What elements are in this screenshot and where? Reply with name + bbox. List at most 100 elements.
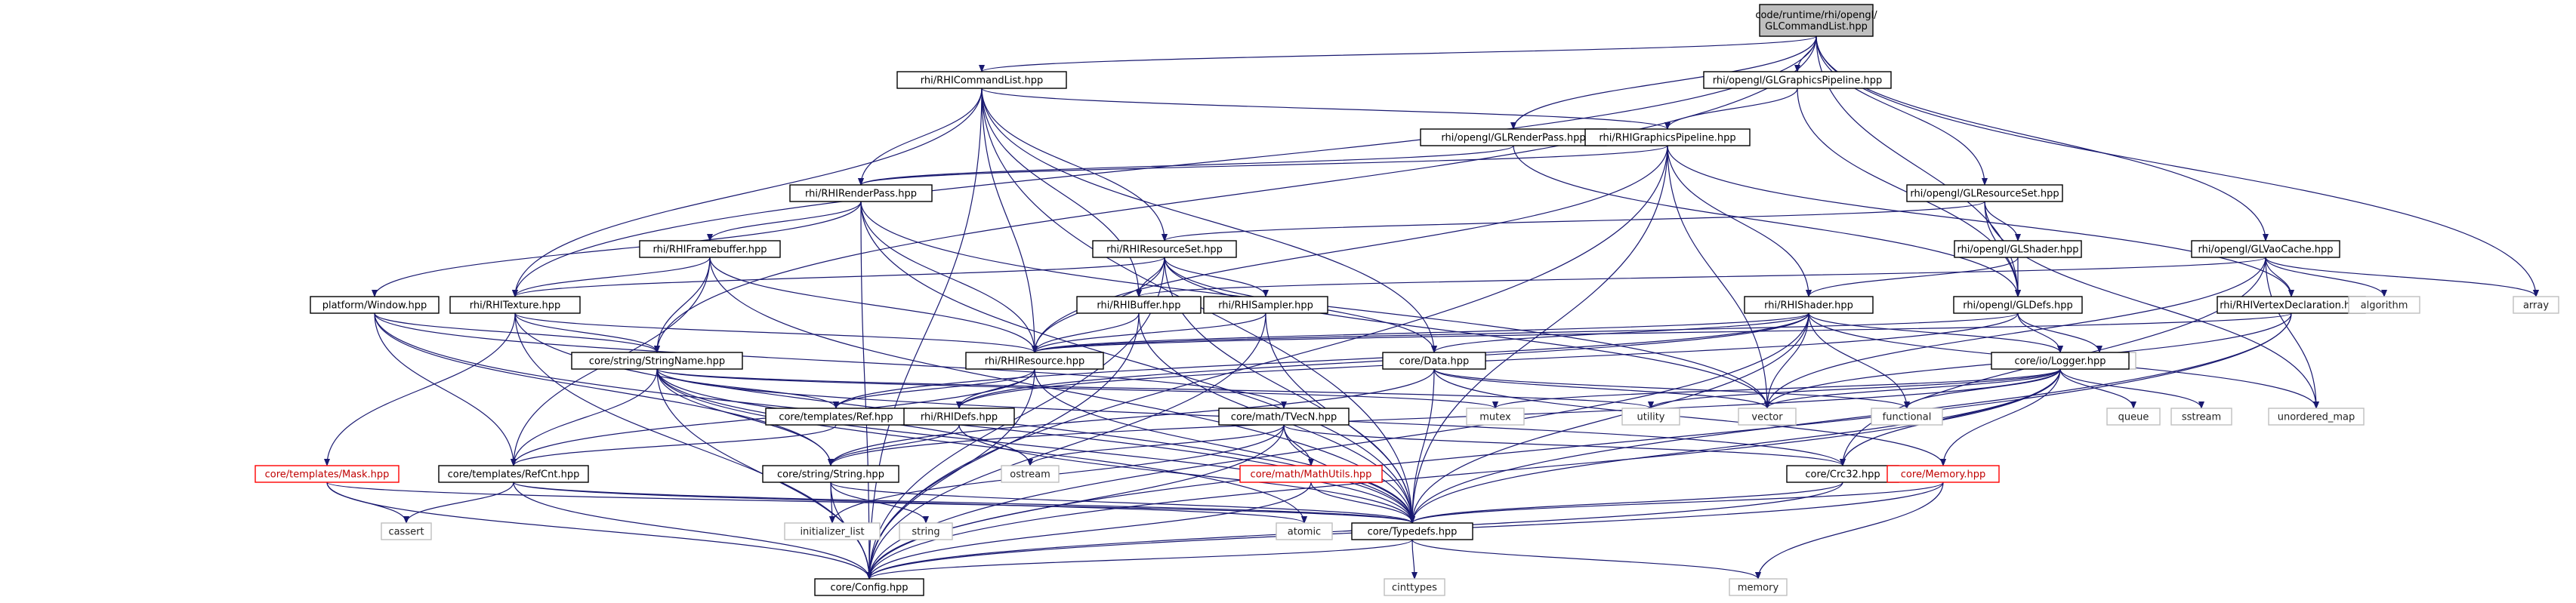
node-root[interactable]: code/runtime/rhi/opengl/GLCommandList.hp… (1755, 4, 1877, 37)
edge-rhidefs-to-string (828, 424, 960, 466)
node-initlist: initializer_list (784, 522, 881, 540)
node-mutex-box (1466, 408, 1525, 426)
edge-gldefs-to-rhidefs (956, 312, 2019, 409)
node-initlist-label: initializer_list (800, 527, 864, 538)
node-refcnt[interactable]: core/templates/RefCnt.hpp (438, 465, 589, 483)
node-root-label: code/runtime/rhi/opengl/ (1755, 10, 1877, 21)
edge-rhires-to-tref (833, 368, 1035, 409)
edge-plwin-to-tvecn (374, 312, 1287, 409)
node-vector: vector (1738, 408, 1797, 426)
edge-rhires-to-rhidefs (956, 368, 1035, 409)
node-functional-label: functional (1883, 412, 1932, 423)
node-logger-box (1991, 352, 2130, 370)
node-glsh[interactable]: rhi/opengl/GLShader.hpp (1954, 240, 2082, 258)
node-rhirp[interactable]: rhi/RHIRenderPass.hpp (789, 184, 933, 202)
node-rhifb[interactable]: rhi/RHIFramebuffer.hpp (639, 240, 781, 258)
node-crc32[interactable]: core/Crc32.hpp (1786, 465, 1899, 483)
node-mask-box (255, 465, 400, 483)
node-glgp[interactable]: rhi/opengl/GLGraphicsPipeline.hpp (1703, 71, 1892, 89)
edge-rhirs-to-rhisamp (1164, 257, 1269, 297)
edge-rhicl-to-rhirs (981, 88, 1168, 242)
node-glgp-label: rhi/opengl/GLGraphicsPipeline.hpp (1713, 75, 1883, 87)
node-glvc[interactable]: rhi/opengl/GLVaoCache.hpp (2191, 240, 2340, 258)
node-ostream: ostream (1001, 465, 1060, 483)
edge-mathutils-to-config (866, 481, 1312, 580)
node-string-label: core/string/String.hpp (777, 469, 884, 481)
edge-glvc-to-umap (2265, 257, 2319, 409)
node-glrp[interactable]: rhi/opengl/GLRenderPass.hpp (1420, 128, 1607, 146)
edge-tvecn-to-ostream (1027, 424, 1285, 466)
node-plwin[interactable]: platform/Window.hpp (310, 296, 440, 314)
edge-data-to-memoryhpp (1433, 368, 1946, 466)
node-mathutils-box (1239, 465, 1383, 483)
node-gldefs-box (1953, 296, 2083, 314)
node-umap-label: unordered_map (2278, 412, 2355, 423)
edge-root-to-glgp (1794, 35, 1817, 72)
edge-glrs-to-rhirs (1162, 201, 1985, 242)
node-rhicl-box (896, 71, 1067, 89)
edge-rhishader-to-typedefs (1409, 312, 1809, 524)
node-mathutils[interactable]: core/math/MathUtils.hpp (1239, 465, 1383, 483)
edge-rhicl-to-rhires (981, 88, 1038, 353)
edge-mask-to-typedefs (326, 481, 1415, 524)
edge-rhires-to-config (866, 368, 1035, 580)
edge-gldefs-to-logger (2017, 312, 2063, 353)
node-rhirs[interactable]: rhi/RHIResourceSet.hpp (1092, 240, 1237, 258)
node-memoryhpp-box (1886, 465, 2000, 483)
node-rhishader[interactable]: rhi/RHIShader.hpp (1744, 296, 1874, 314)
node-gldefs[interactable]: rhi/opengl/GLDefs.hpp (1953, 296, 2083, 314)
node-rhidefs[interactable]: rhi/RHIDefs.hpp (903, 408, 1015, 426)
edge-rhires-to-typedefs (1034, 368, 1415, 524)
edge-rhitex-to-mask (324, 312, 516, 466)
node-array-box (2513, 296, 2559, 314)
edge-rhicl-to-rhibuf (981, 88, 1142, 297)
node-strname[interactable]: core/string/StringName.hpp (571, 352, 743, 370)
node-rhigp[interactable]: rhi/RHIGraphicsPipeline.hpp (1584, 128, 1751, 146)
node-rhishader-label: rhi/RHIShader.hpp (1764, 300, 1853, 312)
node-data[interactable]: core/Data.hpp (1382, 352, 1486, 370)
edge-rhirs-to-config (866, 257, 1165, 580)
edge-data-to-functional (1433, 368, 1910, 409)
node-rhires-box (965, 352, 1104, 370)
node-data-box (1382, 352, 1486, 370)
node-logger[interactable]: core/io/Logger.hpp (1991, 352, 2130, 370)
edge-rhivd-to-rhires (1032, 312, 2292, 353)
node-algorithm-box (2348, 296, 2420, 314)
node-rhicl[interactable]: rhi/RHICommandList.hpp (896, 71, 1067, 89)
edge-rhishader-to-data (1431, 312, 1809, 353)
edge-mask-to-cassert (326, 481, 409, 524)
node-tvecn[interactable]: core/math/TVecN.hpp (1218, 408, 1350, 426)
node-glrs[interactable]: rhi/opengl/GLResourceSet.hpp (1906, 184, 2063, 202)
node-glvc-box (2191, 240, 2340, 258)
edge-glrs-to-umap (1984, 201, 2319, 409)
node-memoryhpp-label: core/Memory.hpp (1901, 469, 1985, 481)
edge-logger-to-mutex (1492, 368, 2061, 409)
edge-plwin-to-refcnt (374, 312, 517, 466)
node-memoryhpp[interactable]: core/Memory.hpp (1886, 465, 2000, 483)
edge-rhigp-to-rhivd (1667, 145, 2294, 297)
edge-tvecn-to-config (866, 424, 1285, 580)
node-rhivd[interactable]: rhi/RHIVertexDeclaration.hpp (2217, 296, 2366, 314)
node-mask[interactable]: core/templates/Mask.hpp (255, 465, 400, 483)
node-tref[interactable]: core/templates/Ref.hpp (765, 408, 907, 426)
edge-refcnt-to-atomic (513, 481, 1307, 524)
node-crc32-label: core/Crc32.hpp (1805, 469, 1880, 481)
edge-rhifb-to-rhires (709, 257, 1038, 353)
edge-rhisamp-to-config (866, 312, 1266, 580)
node-cassert-label: cassert (388, 527, 424, 538)
node-typedefs[interactable]: core/Typedefs.hpp (1351, 522, 1473, 540)
edge-plwin-to-string (374, 312, 834, 466)
edge-glrs-to-glsh (1984, 201, 2021, 242)
node-rhisamp[interactable]: rhi/RHISampler.hpp (1203, 296, 1328, 314)
edge-strname-to-string (656, 368, 834, 466)
edge-rhigp-to-rhires (1032, 145, 1668, 353)
node-string[interactable]: core/string/String.hpp (762, 465, 899, 483)
node-root-label: GLCommandList.hpp (1765, 21, 1868, 32)
node-config[interactable]: core/Config.hpp (814, 578, 924, 596)
edge-rhigp-to-typedefs (1409, 145, 1668, 524)
node-rhires[interactable]: rhi/RHIResource.hpp (965, 352, 1104, 370)
edge-refcnt-to-cassert (403, 481, 514, 524)
node-rhitex[interactable]: rhi/RHITexture.hpp (449, 296, 581, 314)
edge-crc32-to-typedefs (1409, 481, 1843, 524)
node-rhibuf[interactable]: rhi/RHIBuffer.hpp (1076, 296, 1202, 314)
